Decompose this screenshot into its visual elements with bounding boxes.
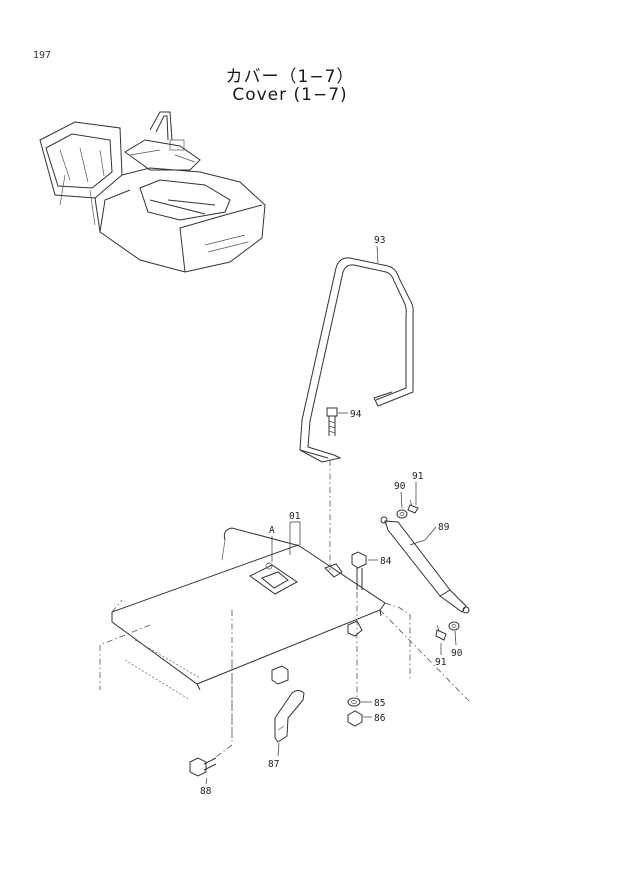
stud-part-84[interactable] xyxy=(351,551,367,590)
cover-panel-part-01[interactable] xyxy=(111,527,386,691)
washer-part-85[interactable] xyxy=(347,697,361,707)
bracket-part-87[interactable] xyxy=(274,690,305,743)
clip-part-91-upper[interactable] xyxy=(407,499,419,514)
callout-85: 85 xyxy=(374,698,385,709)
callout-87: 87 xyxy=(268,759,279,770)
page-number: 197 xyxy=(33,50,52,61)
callout-93: 93 xyxy=(374,235,385,246)
handrail-part-93[interactable] xyxy=(299,257,414,463)
callout-91-lower: 91 xyxy=(435,657,447,668)
callout-01: 01 xyxy=(289,511,301,522)
washer-part-90-upper[interactable] xyxy=(396,509,408,519)
bolt-part-94[interactable] xyxy=(326,407,338,436)
callout-94: 94 xyxy=(350,409,362,420)
callout-89: 89 xyxy=(438,522,450,533)
nut-part-86[interactable] xyxy=(347,710,363,727)
washer-part-90-lower[interactable] xyxy=(448,621,460,631)
callout-90-upper: 90 xyxy=(394,481,406,492)
clip-part-91-lower[interactable] xyxy=(435,624,447,641)
callout-90-lower: 90 xyxy=(451,648,463,659)
callout-A: A xyxy=(269,525,275,536)
diagram-title-jp: カバー（1−7） xyxy=(225,67,355,87)
bolt-part-88[interactable] xyxy=(189,757,217,777)
diagram-title-en: Cover (1−7) xyxy=(232,85,348,105)
callout-84: 84 xyxy=(380,556,392,567)
callout-86: 86 xyxy=(374,713,386,724)
gas-spring-part-89[interactable] xyxy=(380,516,470,614)
callout-91-upper: 91 xyxy=(412,471,424,482)
callout-88: 88 xyxy=(200,786,212,797)
machine-overview-illustration xyxy=(39,111,266,273)
